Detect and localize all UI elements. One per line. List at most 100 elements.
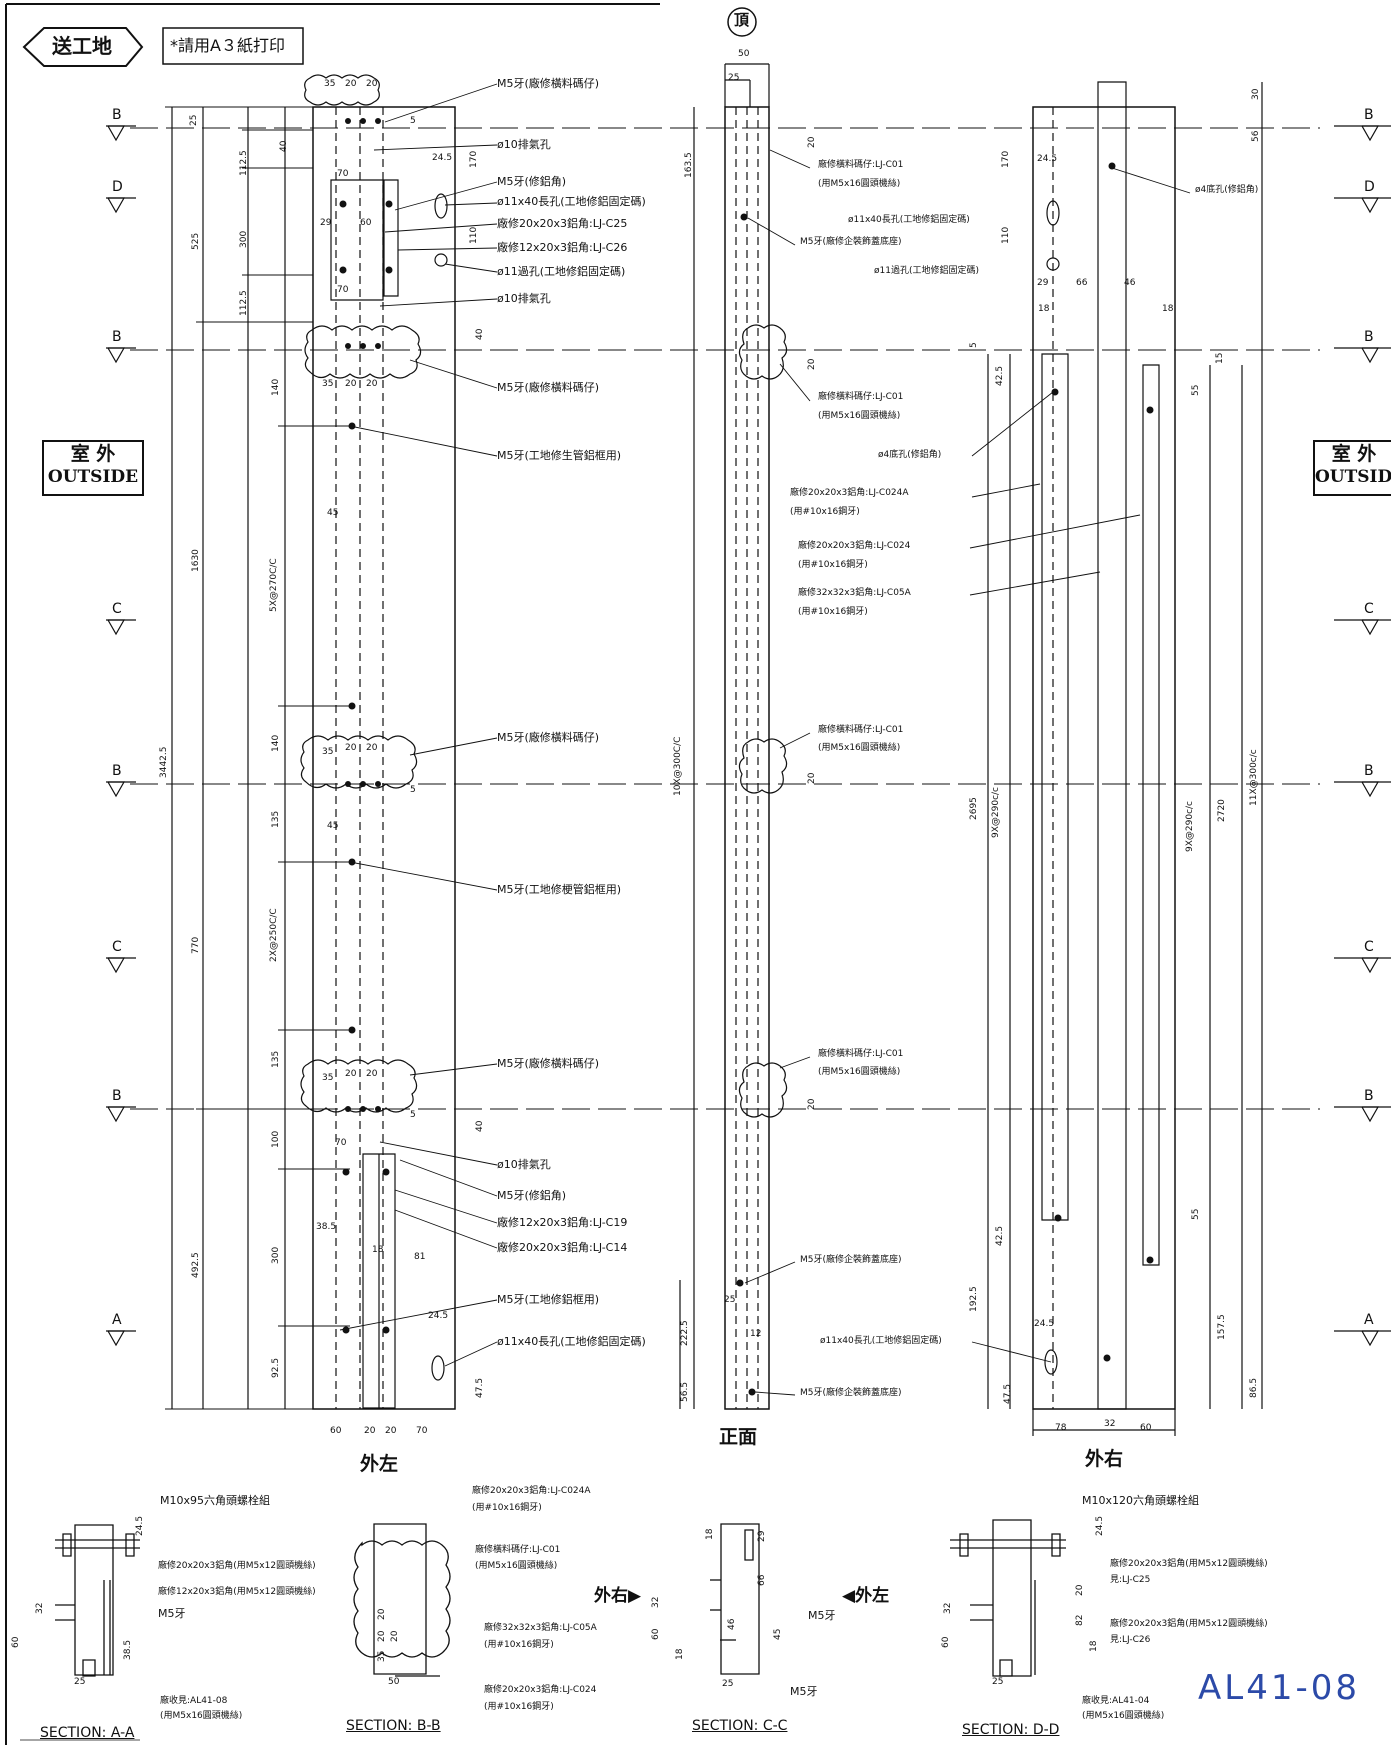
callout: ø10排氣孔 [497, 292, 551, 305]
dim: 20 [807, 136, 817, 148]
dim: 2X@250C/C [269, 908, 279, 962]
callout: (用#10x16鋼牙) [798, 560, 868, 570]
dim: 40 [475, 1120, 485, 1132]
dim: 92.5 [271, 1357, 281, 1378]
dim: 24.5 [1095, 1515, 1105, 1536]
callout: (用M5x16圓頭機絲) [475, 1561, 558, 1571]
stamp-text: 送工地 [52, 34, 112, 58]
section-label-cc: SECTION: C-C [692, 1718, 788, 1734]
callout: 廠修32x32x3鋁角:LJ-C05A [798, 588, 911, 598]
direction-left: ◀外左 [842, 1586, 890, 1606]
dim: 60 [330, 1426, 342, 1436]
dim: 20 [345, 1069, 357, 1079]
dim: 45 [773, 1628, 783, 1640]
outside-label-right: 室 外 OUTSIDE [1313, 440, 1391, 496]
section-mark-b: B [112, 763, 122, 779]
dim: 20 [1075, 1584, 1085, 1596]
callout: M5牙 [158, 1607, 186, 1620]
dim: 60 [941, 1636, 951, 1648]
dim: 10X@300C/C [673, 736, 683, 796]
callout: ø11x40長孔(工地修鋁固定碼) [848, 215, 970, 225]
dim: 170 [469, 150, 479, 168]
section-mark-c: C [1364, 939, 1374, 955]
dim: 78 [1055, 1423, 1067, 1433]
callout: (用#10x16鋼牙) [484, 1640, 554, 1650]
callout: 廠修20x20x3鋁角:LJ-C14 [497, 1241, 628, 1254]
callout: 廠修12x20x3鋁角:LJ-C19 [497, 1216, 628, 1229]
dim: 15 [1215, 352, 1225, 364]
dim: 81 [414, 1252, 426, 1262]
dim: 47.5 [1003, 1383, 1013, 1404]
callout: ø4底孔(修鋁角) [1195, 185, 1259, 195]
dim: 20 [807, 1098, 817, 1110]
dim: 3442.5 [159, 746, 169, 779]
dim: 60 [360, 218, 372, 228]
dim: 35 [322, 747, 334, 757]
section-label-bb: SECTION: B-B [346, 1718, 441, 1734]
dim: 9X@290c/c [1185, 801, 1195, 852]
dim: 18 [1089, 1640, 1099, 1652]
dim: 25 [724, 1295, 736, 1305]
callout: 廠修橫料碼仔:LJ-C01 [475, 1545, 561, 1555]
dim: 25 [74, 1677, 86, 1687]
dim: 32 [1104, 1419, 1116, 1429]
dim: 140 [271, 378, 281, 396]
dim: 24.5 [1034, 1319, 1055, 1329]
callout: M5牙(廠修企裝飾蓋底座) [800, 237, 902, 247]
dim: 5 [410, 116, 416, 126]
dim: 32 [651, 1596, 661, 1608]
dim: 46 [727, 1618, 737, 1630]
callout: 廠修20x20x3鋁角(用M5x12圓頭機絲) [1110, 1559, 1268, 1569]
section-mark-d: D [112, 179, 123, 195]
dim: 29 [1037, 278, 1049, 288]
section-label-dd: SECTION: D-D [962, 1722, 1060, 1738]
dim: 135 [271, 810, 281, 828]
dim: 112.5 [239, 150, 249, 176]
callout: 廠修20x20x3鋁角:LJ-C024A [472, 1486, 591, 1496]
dim: 40 [279, 140, 289, 152]
dim: 20 [345, 743, 357, 753]
section-mark-b: B [112, 107, 122, 123]
callout: (用M5x16圓頭機絲) [1082, 1711, 1165, 1721]
callout: 廠修橫料碼仔:LJ-C01 [818, 1049, 904, 1059]
section-mark-b: B [112, 1088, 122, 1104]
callout: M5牙(廠修橫料碼仔) [497, 731, 600, 744]
dim: 35 [322, 379, 334, 389]
callout: M10x120六角頭螺栓組 [1082, 1494, 1199, 1507]
callout: (用#10x16鋼牙) [484, 1702, 554, 1712]
dim: 2720 [1217, 799, 1227, 822]
top-mark: 頂 [734, 11, 750, 29]
section-mark-b: B [1364, 763, 1374, 779]
callout: ø10排氣孔 [497, 1158, 551, 1171]
dim: 300 [271, 1246, 281, 1264]
dim: 5 [410, 1110, 416, 1120]
callout: 見:LJ-C26 [1110, 1635, 1151, 1645]
dim: 70 [337, 285, 349, 295]
dim: 12 [750, 1329, 762, 1339]
dim: 55 [1191, 1208, 1201, 1220]
dim: 42.5 [995, 365, 1005, 386]
dim: 9X@290c/c [991, 787, 1001, 838]
dim: 20 [377, 1608, 387, 1620]
callout: 廠修32x32x3鋁角:LJ-C05A [484, 1623, 597, 1633]
callout: M5牙(廠修橫料碼仔) [497, 77, 600, 90]
dim: 86.5 [1249, 1377, 1259, 1398]
dim: 25 [189, 114, 199, 126]
callout: (用#10x16鋼牙) [790, 507, 860, 517]
dim: 25 [722, 1679, 734, 1689]
view-title-right: 外右 [1085, 1448, 1124, 1470]
dim: 5 [969, 342, 979, 348]
dim: 60 [11, 1636, 21, 1648]
section-mark-a: A [112, 1312, 122, 1328]
outside-right-cn: 室 外 [1331, 443, 1377, 465]
callout: ø11過孔(工地修鋁固定碼) [874, 266, 979, 276]
dim: 45 [327, 508, 339, 518]
callout: 廠修20x20x3鋁角:LJ-C024A [790, 488, 909, 498]
dim: 20 [366, 379, 378, 389]
dim: 82 [1075, 1614, 1085, 1626]
dim: 66 [757, 1574, 767, 1586]
dim: 20 [345, 79, 357, 89]
dim: 29 [320, 218, 332, 228]
callout: M5牙(工地修生管鋁框用) [497, 449, 622, 462]
dim: 1630 [191, 549, 201, 572]
